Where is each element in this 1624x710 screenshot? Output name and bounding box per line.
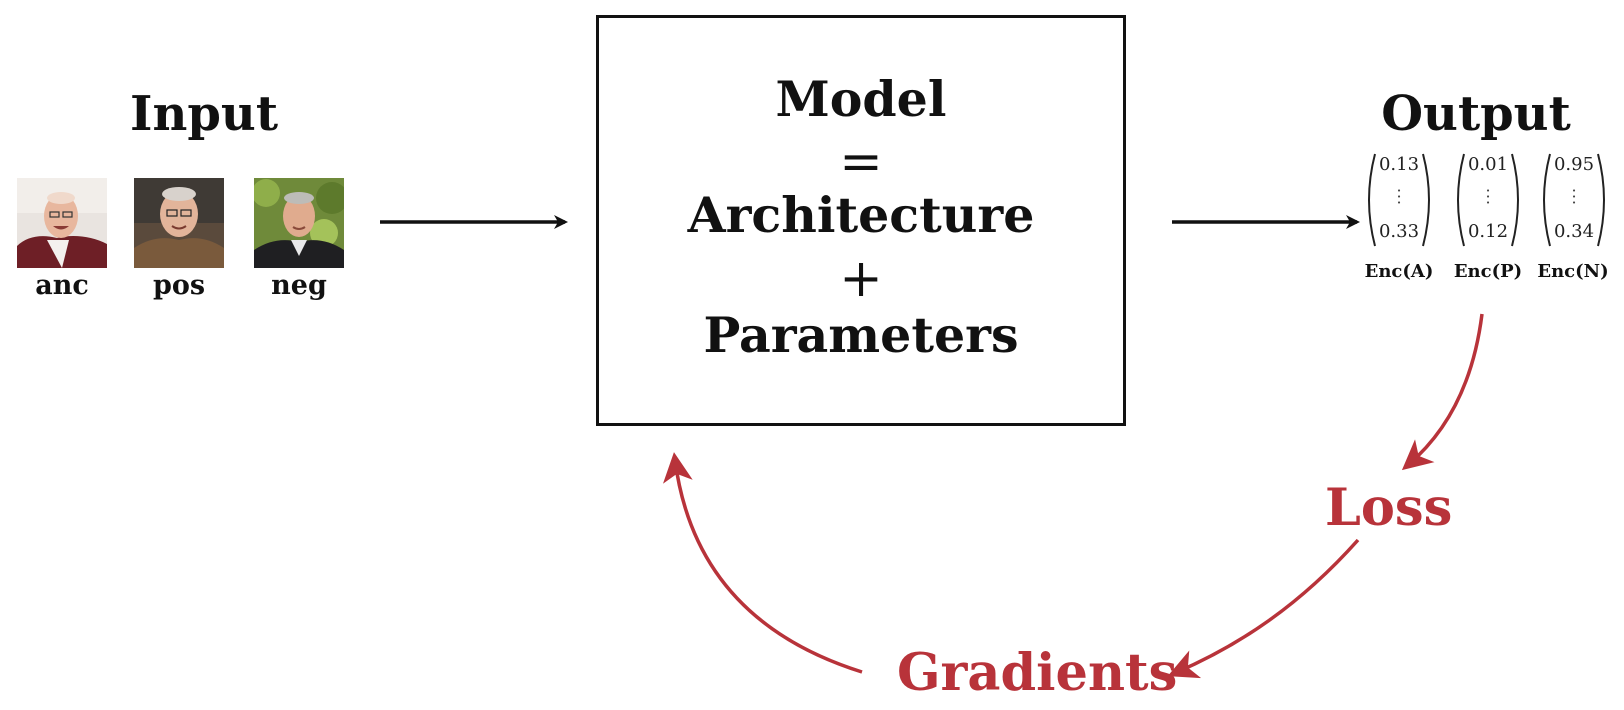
enc-n-vector: 0.95 ··· 0.34 <box>1538 150 1610 250</box>
enc-p-vector: 0.01 ··· 0.12 <box>1452 150 1524 250</box>
model-box: Model = Architecture + Parameters <box>596 15 1126 426</box>
gradients-label: Gradients <box>897 643 1178 703</box>
enc-n-label: Enc(N) <box>1537 261 1609 282</box>
output-to-loss-arrow <box>1401 313 1484 471</box>
enc-a-vector: 0.13 ··· 0.33 <box>1363 150 1435 250</box>
output-title: Output <box>1381 86 1571 142</box>
enc-p-bottom-value: 0.12 <box>1467 221 1509 242</box>
neg-photo <box>254 178 344 268</box>
enc-p-brackets <box>1457 153 1519 247</box>
architecture-label: Architecture <box>687 186 1035 244</box>
enc-p-top-value: 0.01 <box>1467 154 1509 175</box>
pos-person-image <box>134 178 224 268</box>
neg-label: neg <box>271 270 327 301</box>
enc-n-top-value: 0.95 <box>1553 154 1595 175</box>
loss-to-gradients-arrow <box>1167 538 1360 679</box>
input-title: Input <box>130 86 278 142</box>
enc-a-bottom-value: 0.33 <box>1378 221 1420 242</box>
anc-person-image <box>17 178 107 268</box>
anc-label: anc <box>35 270 89 301</box>
enc-n-bottom-value: 0.34 <box>1553 221 1595 242</box>
enc-a-label: Enc(A) <box>1364 261 1434 282</box>
pos-photo <box>134 178 224 268</box>
enc-a-brackets <box>1368 153 1430 247</box>
enc-p-label: Enc(P) <box>1453 261 1523 282</box>
enc-a-vdots: ··· <box>1396 181 1402 212</box>
enc-p-vdots: ··· <box>1485 181 1491 212</box>
enc-n-brackets <box>1543 153 1605 247</box>
model-title: Model <box>775 70 947 128</box>
gradients-to-model-arrow <box>662 452 863 674</box>
loss-label: Loss <box>1325 478 1453 538</box>
enc-a-top-value: 0.13 <box>1378 154 1420 175</box>
neg-person-image <box>254 178 344 268</box>
enc-n-vdots: ··· <box>1571 181 1577 212</box>
equals-symbol: = <box>839 132 883 192</box>
pos-label: pos <box>152 270 206 301</box>
plus-symbol: + <box>839 249 883 309</box>
anc-photo <box>17 178 107 268</box>
parameters-label: Parameters <box>703 306 1019 364</box>
